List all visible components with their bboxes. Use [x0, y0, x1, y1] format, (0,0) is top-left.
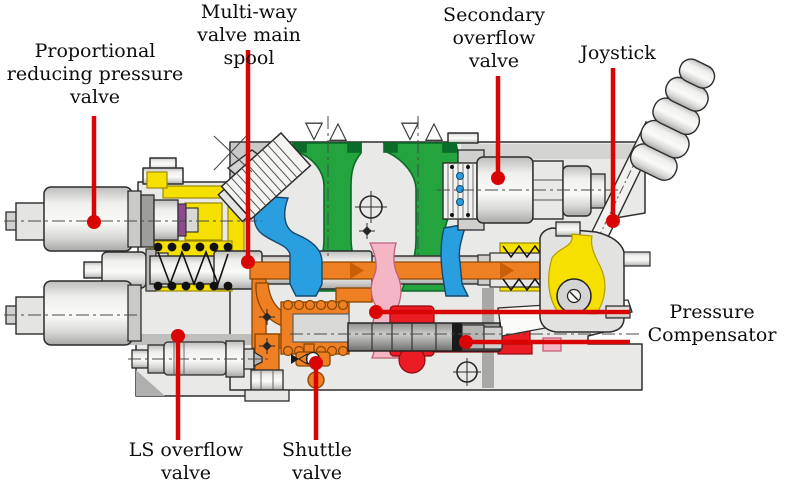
- port-down-icon: ▽: [305, 116, 324, 144]
- joystick-assembly: [539, 58, 716, 333]
- label-ls-overflow-valve: LS overflow valve: [128, 439, 244, 484]
- centerlines: [4, 116, 640, 360]
- bottom-port-bolt: [244, 369, 290, 402]
- port-direction-symbols: ▽ △ ▽ △: [305, 116, 444, 144]
- crosshair-marks: [259, 191, 481, 386]
- label-pressure-compensator: Pressure Compensator: [647, 301, 777, 346]
- label-multi-way-valve-main-spool: Multi-way valve main spool: [197, 1, 301, 69]
- label-proportional-reducing-pressure-valve: Proportional reducing pressure valve: [6, 40, 184, 108]
- label-joystick: Joystick: [580, 42, 656, 64]
- label-secondary-overflow-valve: Secondary overflow valve: [443, 4, 545, 72]
- label-shuttle-valve: Shuttle valve: [281, 439, 353, 484]
- port-up-icon: △: [329, 116, 348, 144]
- port-up-icon: △: [425, 116, 444, 144]
- port-down-icon: ▽: [401, 116, 420, 144]
- right-spring-marks: [502, 244, 544, 292]
- joystick-grip: [629, 58, 716, 181]
- break-mark: [213, 131, 253, 173]
- small-cross-marks: [259, 223, 375, 354]
- leader-lines: [87, 50, 630, 440]
- pilot-supply-channels: [253, 195, 470, 297]
- spool-return-spring: [153, 242, 233, 291]
- lower-solenoid: [5, 280, 142, 346]
